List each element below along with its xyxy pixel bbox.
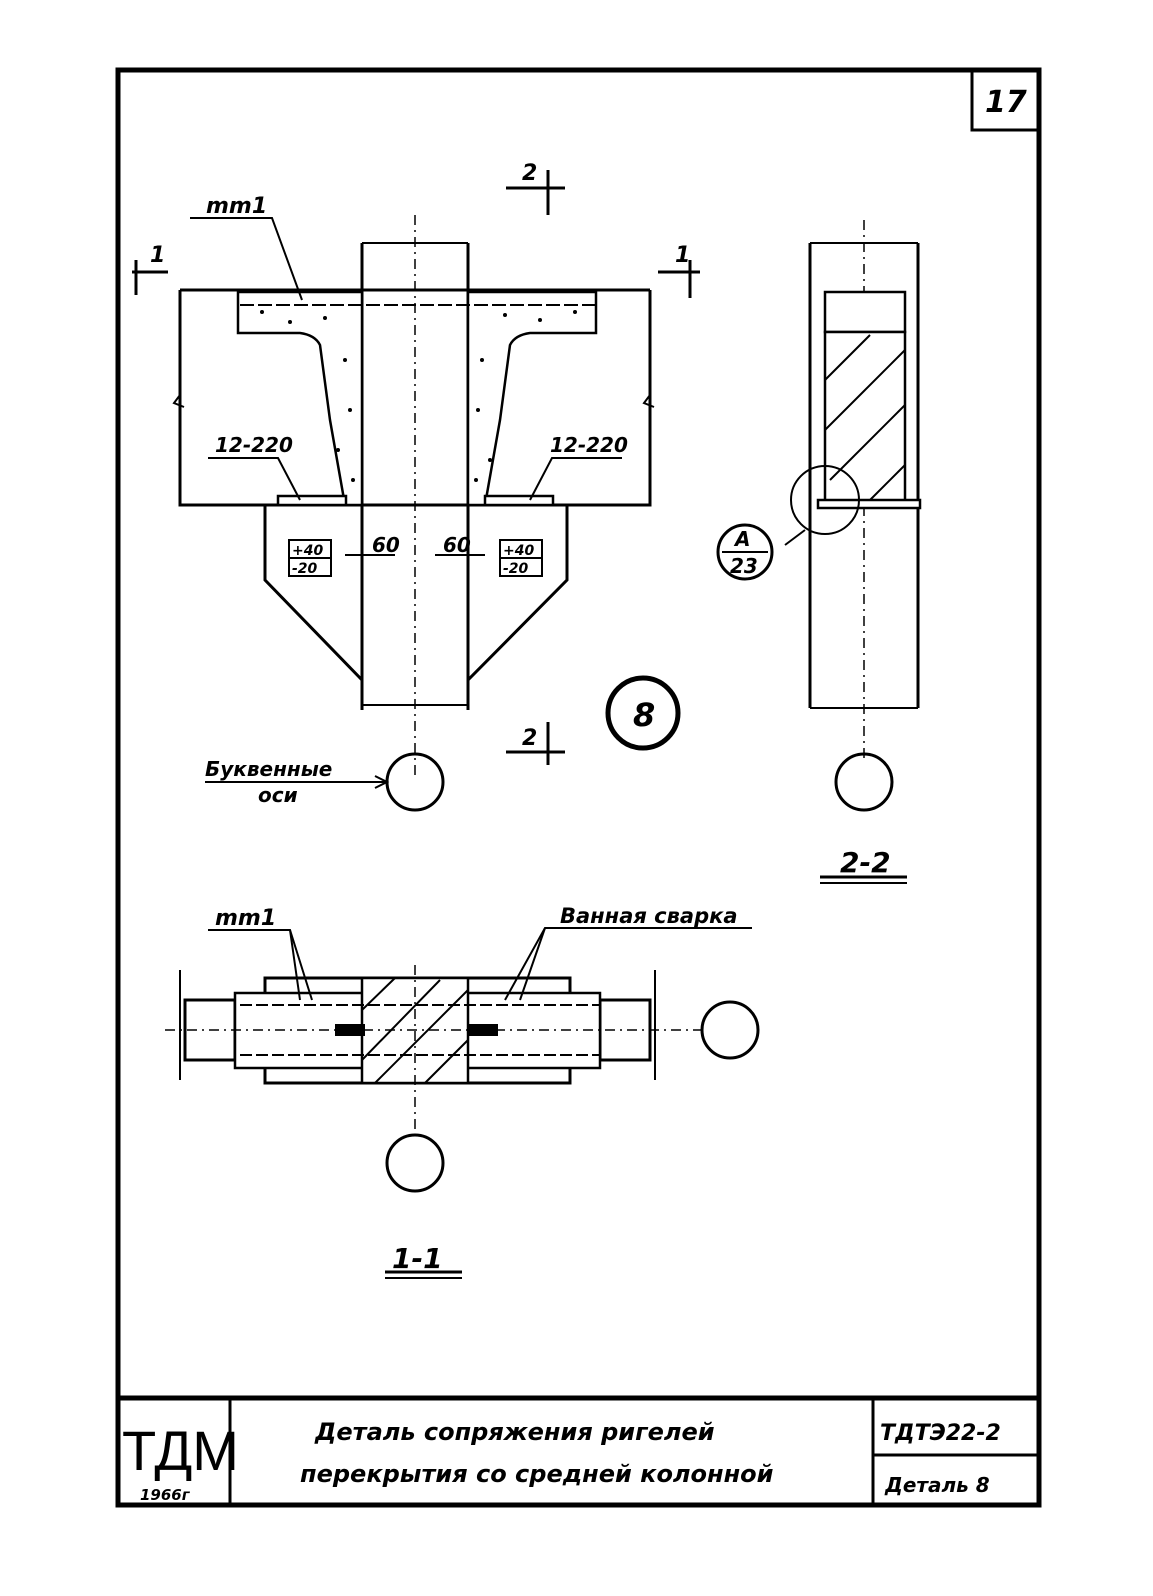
axis-bubble-elevation xyxy=(385,752,445,812)
title-line2: перекрытия со средней колонной xyxy=(300,1460,774,1488)
section-2-2-view: А 23 2-2 xyxy=(716,220,922,884)
console-left xyxy=(263,505,364,705)
callout-bubble-A xyxy=(716,523,774,581)
section-1-1-view: mm1 Ванная сварка 1-1 xyxy=(165,904,760,1279)
detail-marker: 8 xyxy=(633,696,655,734)
callout-circle-A xyxy=(790,465,860,535)
logo: ТДМ xyxy=(122,1419,239,1482)
section-2-2-title: 2-2 xyxy=(840,846,891,879)
page-number-box: 17 xyxy=(970,70,1039,132)
embedded-plate-left xyxy=(276,494,348,507)
axis-bubble-1-1-right xyxy=(700,1000,760,1060)
section-mark-2-bottom: 2 xyxy=(506,722,565,765)
mm1-leader xyxy=(190,217,303,301)
section-1-1-title: 1-1 xyxy=(392,1242,443,1275)
girder-right-infill xyxy=(466,290,598,507)
weld-label: Ванная сварка xyxy=(560,904,738,928)
svg-text:2: 2 xyxy=(522,161,537,186)
section-mark-1-left: 1 xyxy=(132,243,168,295)
axis-bubble-1-1-bottom xyxy=(385,1133,445,1193)
rebar-label-right: 12-220 xyxy=(550,433,628,457)
callout-bottom: 23 xyxy=(730,554,758,578)
section-mark-1-right: 1 xyxy=(658,243,700,298)
sheet-name: Деталь 8 xyxy=(884,1473,990,1497)
embedded-plate-right xyxy=(483,494,555,507)
axes-label-line1: Буквенные xyxy=(205,757,332,781)
mm1-label-1-1: mm1 xyxy=(215,906,276,931)
tolerance-box-left: +40 -20 xyxy=(288,539,332,577)
title-line1: Деталь сопряжения ригелей xyxy=(314,1418,715,1446)
drawing-code: ТДТЭ22-2 xyxy=(880,1421,1001,1446)
sheet-frame xyxy=(115,67,1042,1508)
svg-text:1: 1 xyxy=(150,243,165,268)
axis-bubble-2-2 xyxy=(834,752,894,812)
girder-left-infill xyxy=(236,290,364,507)
slab-block-2-2 xyxy=(823,290,907,334)
gap-dim-left: 60 xyxy=(372,533,400,557)
svg-text:1: 1 xyxy=(675,243,690,268)
callout-top: А xyxy=(733,527,750,551)
gap-dim-right: 60 xyxy=(443,533,471,557)
title-block: ТДМ 1966г Деталь сопряжения ригелей пере… xyxy=(118,1395,1039,1505)
section-mark-2-top: 2 xyxy=(506,161,565,215)
svg-text:-20: -20 xyxy=(503,561,529,577)
concrete-hatching xyxy=(260,310,577,482)
elevation-view: mm1 12-220 12-220 60 60 +40 -20 +40 -20 xyxy=(132,161,700,812)
tolerance-box-right: +40 -20 xyxy=(499,539,543,577)
mm1-label: mm1 xyxy=(206,194,267,219)
svg-text:+40: +40 xyxy=(503,543,534,559)
bearing-plate-2-2 xyxy=(816,498,922,510)
svg-text:+40: +40 xyxy=(292,543,323,559)
svg-text:2: 2 xyxy=(522,726,537,751)
rebar-label-left: 12-220 xyxy=(215,433,293,457)
year: 1966г xyxy=(140,1486,191,1504)
svg-text:-20: -20 xyxy=(292,561,318,577)
page-number: 17 xyxy=(985,85,1027,120)
axes-label-line2: оси xyxy=(258,783,298,807)
console-right xyxy=(466,505,569,705)
detail-marker-circle xyxy=(605,675,681,751)
